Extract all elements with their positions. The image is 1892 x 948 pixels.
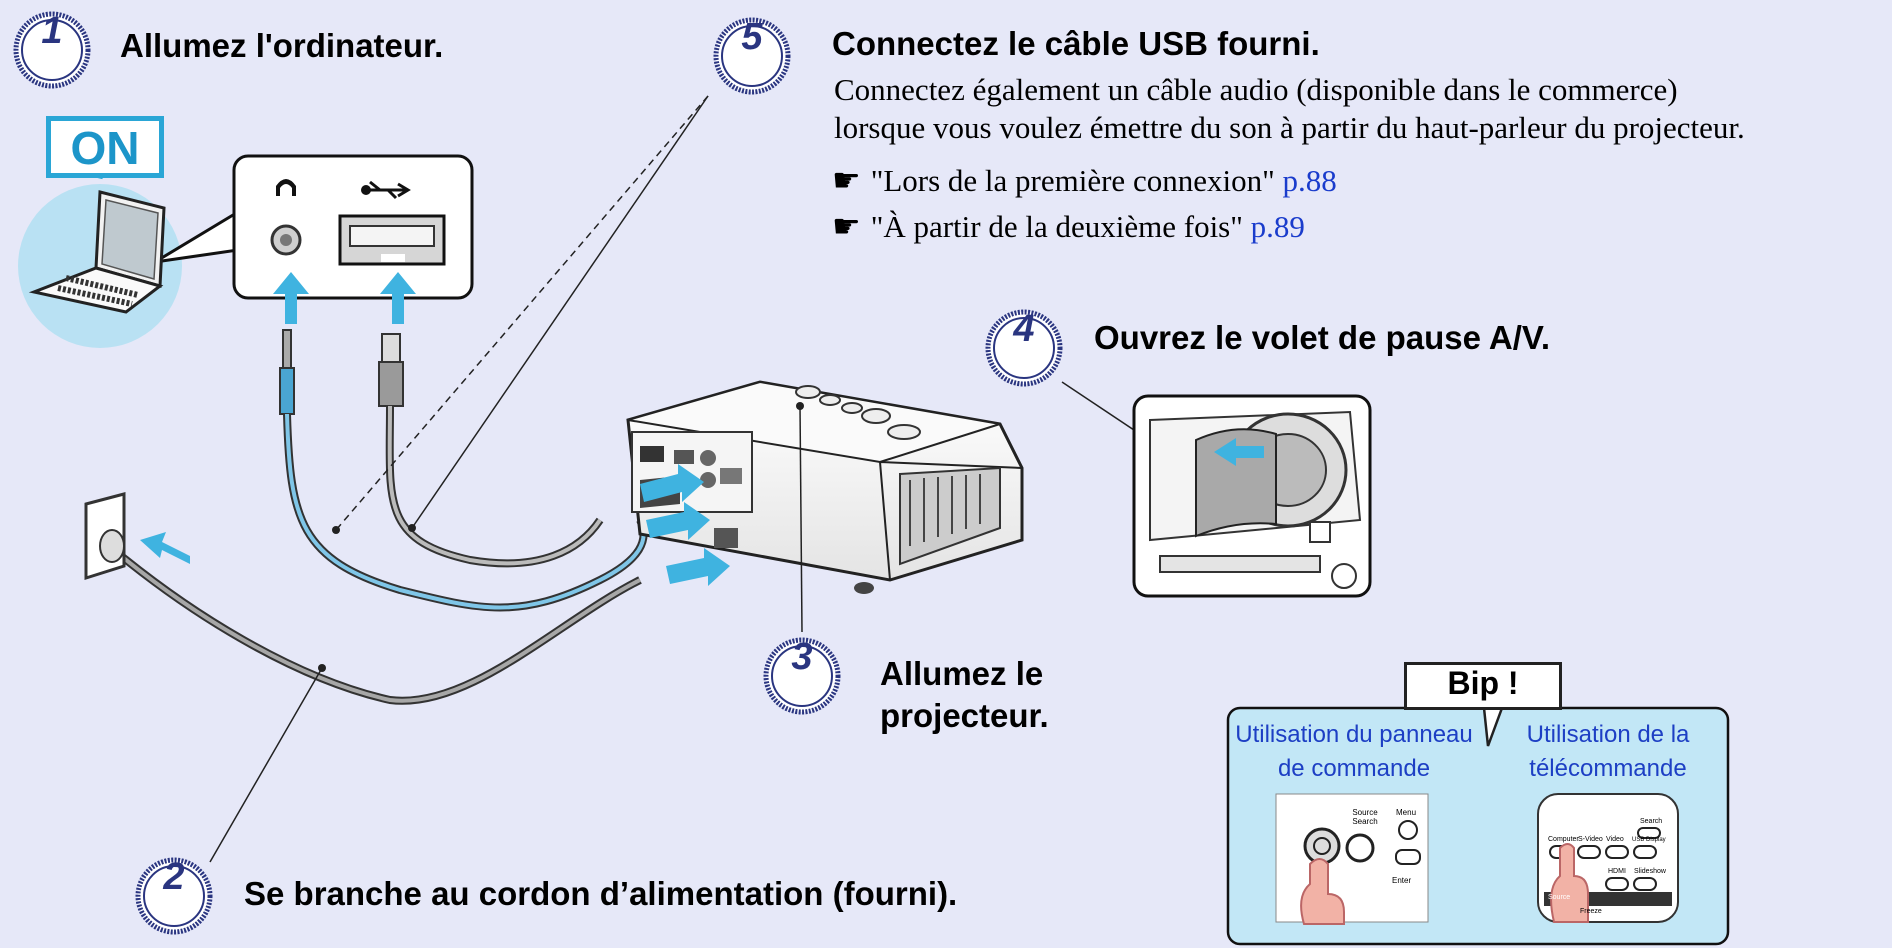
cables <box>117 405 648 705</box>
arrow-usb <box>640 464 704 502</box>
step-3-heading-line1: Allumez le <box>880 655 1044 692</box>
step-4-number: 4 <box>1013 308 1035 350</box>
remote-slideshow-label: Slideshow <box>1634 868 1666 875</box>
reference-second-time: ☛ "À partir de la deuxième fois" p.89 <box>832 206 1305 247</box>
step-5-number: 5 <box>741 16 763 58</box>
step-5-circle: 5 <box>712 16 792 96</box>
step-3-circle: 3 <box>762 636 842 716</box>
step-4-circle: 4 <box>984 308 1064 388</box>
reference-first-connection: ☛ "Lors de la première connexion" p.88 <box>832 160 1337 201</box>
cable-plugs <box>279 329 404 415</box>
reference-text: "Lors de la première connexion" <box>870 163 1275 198</box>
page-link-89[interactable]: p.89 <box>1250 209 1305 244</box>
panel-menu-label: Menu <box>1396 808 1417 817</box>
step-2-number: 2 <box>163 856 185 898</box>
step-5-body-line2: lorsque vous voulez émettre du son à par… <box>834 110 1745 145</box>
remote-label-line2: télécommande <box>1529 755 1687 782</box>
remote-label-line1: Utilisation de la <box>1526 721 1690 748</box>
lens-shutter-inset <box>1132 394 1372 598</box>
wall-outlet <box>84 492 190 581</box>
arrow-audio <box>646 502 710 540</box>
remote-svideo-label: S-Video <box>1578 836 1603 843</box>
step-2-circle: 2 <box>134 856 214 936</box>
panel-label-line1: Utilisation du panneau <box>1235 721 1473 748</box>
arrow-power <box>666 548 730 586</box>
pointing-hand-icon: ☛ <box>832 161 861 199</box>
pointing-hand-icon: ☛ <box>832 207 861 245</box>
remote-hdmi-label: HDMI <box>1608 868 1626 875</box>
step-5-body-line1: Connectez également un câble audio (disp… <box>834 72 1678 107</box>
remote-search-label: Search <box>1640 818 1663 825</box>
remote-video-label: Video <box>1606 836 1624 843</box>
remote-usb-label: USB Display <box>1632 837 1666 843</box>
step-1-circle: 1 <box>12 10 92 90</box>
step-3-number: 3 <box>791 636 813 678</box>
step-1-number: 1 <box>41 10 63 52</box>
page-link-88[interactable]: p.88 <box>1282 163 1337 198</box>
remote-source-label: Source <box>1548 894 1571 901</box>
on-badge: ON <box>46 116 164 178</box>
step-5-heading: Connectez le câble USB fourni. <box>832 25 1320 62</box>
remote-computer-label: Computer <box>1548 836 1579 843</box>
reference-text: "À partir de la deuxième fois" <box>870 209 1243 244</box>
panel-enter-label: Enter <box>1392 876 1412 885</box>
projector-illustration <box>626 380 1024 594</box>
operation-box <box>1226 706 1730 946</box>
step-1-heading: Allumez l'ordinateur. <box>120 27 444 64</box>
beep-label: Bip ! <box>1404 662 1562 710</box>
step-3-heading-line2: projecteur. <box>880 697 1049 734</box>
panel-label-line2: de commande <box>1277 755 1431 782</box>
step-4-heading: Ouvrez le volet de pause A/V. <box>1094 319 1551 356</box>
step-2-heading: Se branche au cordon d’alimentation (fou… <box>244 875 958 912</box>
port-panel <box>232 154 474 324</box>
remote-freeze-label: Freeze <box>1580 908 1602 915</box>
